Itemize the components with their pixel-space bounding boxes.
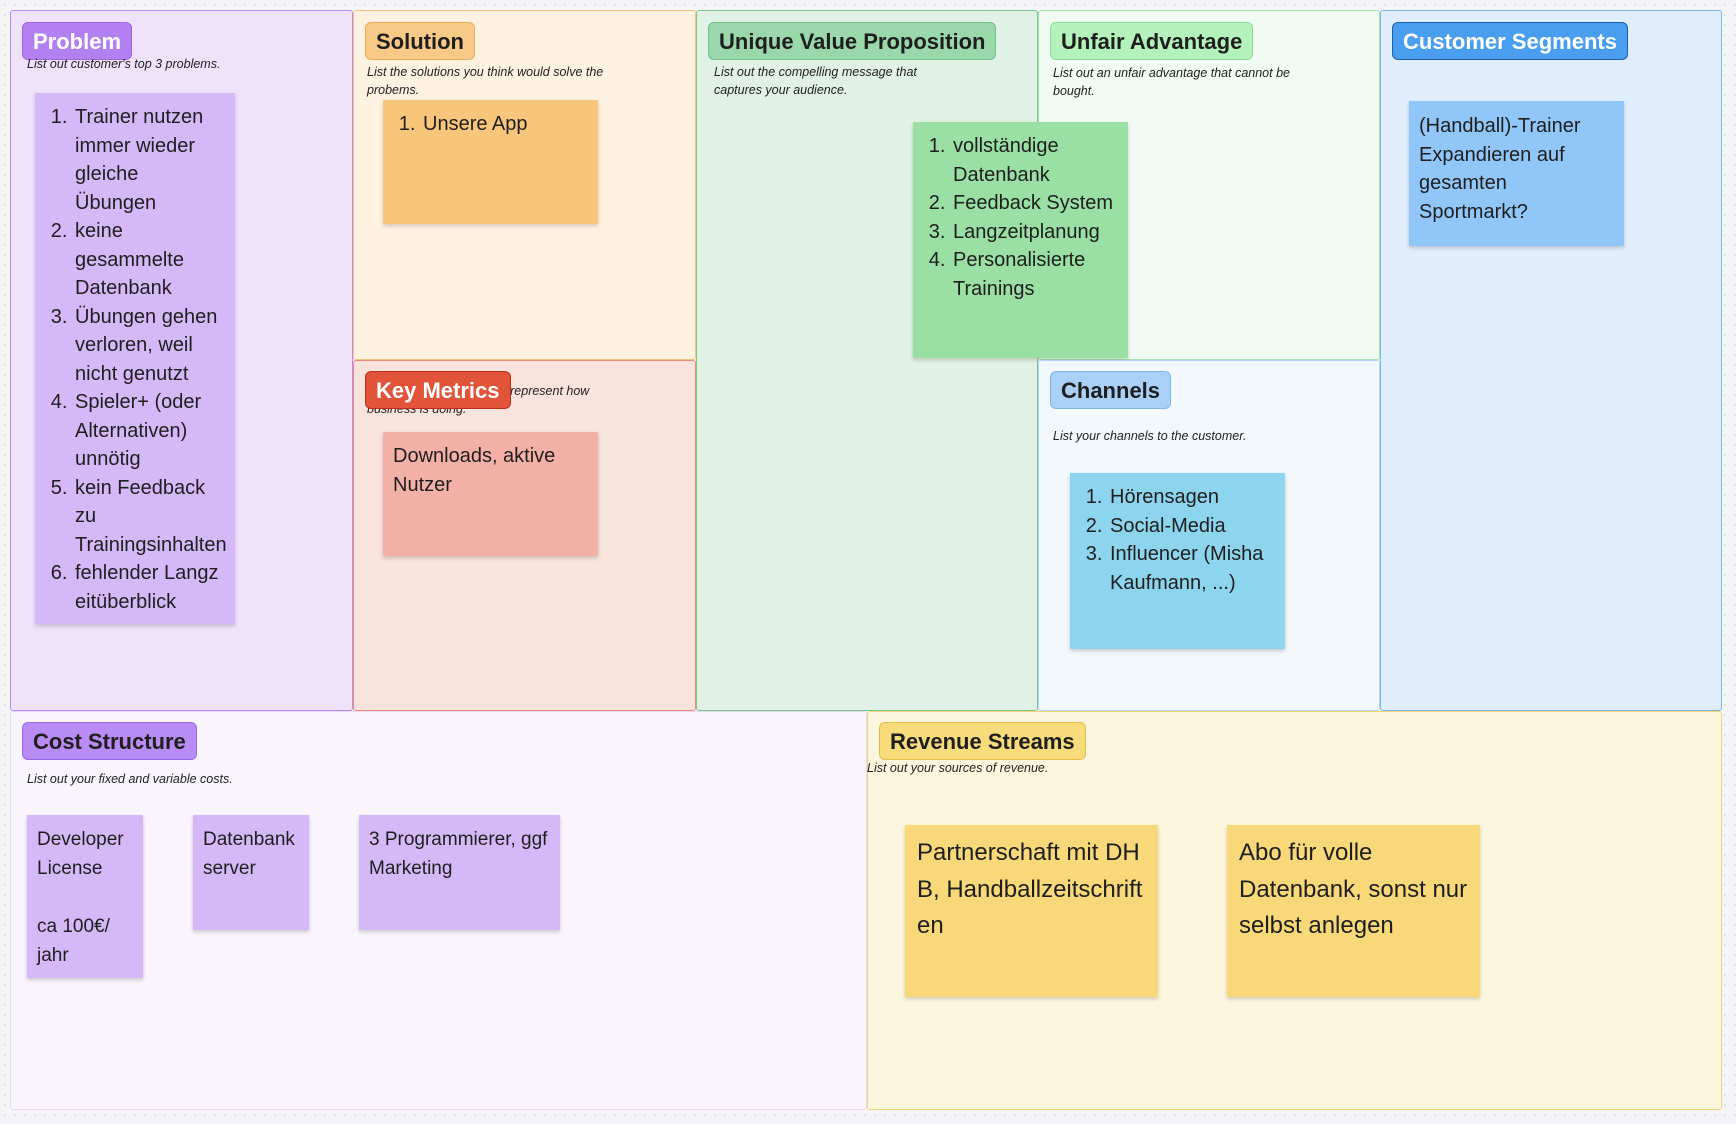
customer-segments-note-line: Expandieren auf gesamten Sportmarkt? xyxy=(1419,143,1565,223)
list-item: Spieler+ (oder Alternativen) unnötig xyxy=(73,388,225,474)
revenue-streams-hint: List out your sources of revenue. xyxy=(867,761,1049,775)
cost-note-line: 3 Programmierer, ggf Marketing xyxy=(369,829,548,879)
channels-sticky-note[interactable]: Hörensagen Social-Media Influencer (Mish… xyxy=(1070,473,1285,649)
cost-structure-title: Cost Structure xyxy=(22,722,197,760)
uvp-section[interactable] xyxy=(696,10,1038,711)
uvp-sticky-note[interactable]: vollständige Datenbank Feedback System L… xyxy=(913,122,1128,358)
channels-list: Hörensagen Social-Media Influencer (Mish… xyxy=(1070,483,1275,597)
list-item: Trainer nutzen immer wieder gleiche Übun… xyxy=(73,103,225,217)
cost-note-line: Developer License xyxy=(37,829,124,879)
list-item: Langzeitplanung xyxy=(951,218,1118,247)
revenue-note-text: Abo für volle Datenbank, sonst nur selbs… xyxy=(1239,839,1468,939)
channels-title: Channels xyxy=(1050,371,1172,409)
customer-segments-note-line: (Handball)-Trainer xyxy=(1419,115,1581,137)
key-metrics-title: Key Metrics xyxy=(365,371,511,409)
uvp-hint: List out the compelling message that cap… xyxy=(714,65,917,97)
list-item: vollständige Datenbank xyxy=(951,132,1118,189)
problem-list: Trainer nutzen immer wieder gleiche Übun… xyxy=(35,103,227,616)
problem-sticky-note[interactable]: Trainer nutzen immer wieder gleiche Übun… xyxy=(35,93,235,624)
list-item: kein Feedback zu Trainingsinhalten xyxy=(73,474,227,560)
list-item: Influencer (Misha Kaufmann, ...) xyxy=(1108,540,1275,597)
revenue-note-text: Partnerschaft mit DHB, Handballzeitschri… xyxy=(917,839,1143,939)
cost-note-line: Datenbank server xyxy=(203,829,295,879)
solution-title: Solution xyxy=(365,22,475,60)
cost-note-line: ca 100€/ jahr xyxy=(37,916,110,966)
solution-sticky-note[interactable]: Unsere App xyxy=(383,100,598,224)
channels-hint: List your channels to the customer. xyxy=(1053,429,1247,443)
customer-segments-title: Customer Segments xyxy=(1392,22,1628,60)
revenue-sticky-note[interactable]: Abo für volle Datenbank, sonst nur selbs… xyxy=(1227,825,1480,997)
cost-structure-hint: List out your fixed and variable costs. xyxy=(27,772,233,786)
uvp-title: Unique Value Proposition xyxy=(708,22,997,60)
revenue-sticky-note[interactable]: Partnerschaft mit DHB, Handballzeitschri… xyxy=(905,825,1158,997)
cost-sticky-note[interactable]: 3 Programmierer, ggf Marketing xyxy=(359,815,560,930)
list-item: keine gesammelte Datenbank xyxy=(73,217,225,303)
uvp-list: vollständige Datenbank Feedback System L… xyxy=(913,132,1118,303)
unfair-advantage-hint: List out an unfair advantage that cannot… xyxy=(1053,66,1290,98)
cost-note-line xyxy=(37,883,133,912)
key-metrics-note-text: Downloads, aktive Nutzer xyxy=(393,445,556,496)
cost-sticky-note[interactable]: Developer License ca 100€/ jahr xyxy=(27,815,143,978)
list-item: Unsere App xyxy=(421,110,588,139)
cost-sticky-note[interactable]: Datenbank server xyxy=(193,815,309,930)
list-item: Personalisierte Trainings xyxy=(951,246,1118,303)
list-item: Social-Media xyxy=(1108,512,1275,541)
list-item: Übungen gehen verloren, weil nicht genut… xyxy=(73,303,225,389)
list-item: Hörensagen xyxy=(1108,483,1275,512)
customer-segments-sticky-note[interactable]: (Handball)-Trainer Expandieren auf gesam… xyxy=(1409,101,1624,246)
key-metrics-sticky-note[interactable]: Downloads, aktive Nutzer xyxy=(383,432,598,556)
unfair-advantage-title: Unfair Advantage xyxy=(1050,22,1254,60)
list-item: Feedback System xyxy=(951,189,1118,218)
revenue-streams-title: Revenue Streams xyxy=(879,722,1086,760)
problem-title: Problem xyxy=(22,22,133,60)
list-item: fehlender Langzeitüberblick xyxy=(73,559,225,616)
problem-hint: List out customer's top 3 problems. xyxy=(27,57,221,71)
solution-hint: List the solutions you think would solve… xyxy=(367,65,604,97)
solution-list: Unsere App xyxy=(383,110,588,139)
